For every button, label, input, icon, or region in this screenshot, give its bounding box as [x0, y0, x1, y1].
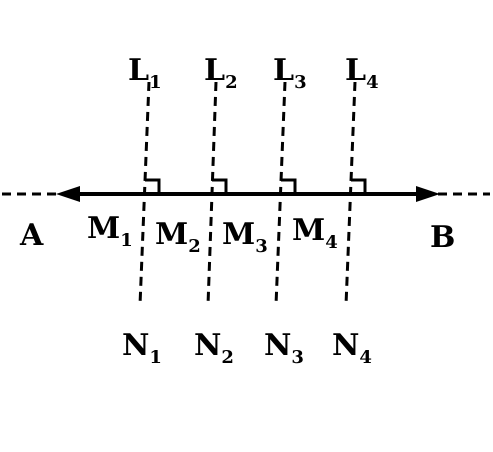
right-arrowhead: [416, 186, 440, 202]
label-l4: L4: [345, 53, 379, 93]
right-angle-marker: [145, 178, 161, 194]
label-l2: L2: [204, 53, 238, 93]
label-m3: M3: [222, 217, 268, 257]
point-label-b: B: [430, 220, 455, 255]
right-angle-marker: [281, 178, 297, 194]
perpendicular-line-1: [138, 81, 161, 306]
perpendicular-dashed-line: [274, 81, 287, 306]
left-arrowhead: [56, 186, 80, 202]
perpendicular-dashed-line: [138, 81, 151, 306]
label-m1: M1: [87, 211, 133, 251]
perpendicular-dashed-line: [206, 81, 218, 306]
label-l1: L1: [128, 53, 162, 93]
right-angle-marker: [351, 178, 367, 194]
line-ab: [2, 186, 490, 202]
perpendicular-line-3: [274, 81, 297, 306]
label-m2: M2: [155, 217, 201, 257]
label-n2: N2: [194, 328, 234, 368]
label-l3: L3: [273, 53, 307, 93]
label-n4: N4: [332, 328, 372, 368]
right-angle-marker: [212, 178, 228, 194]
perpendicular-dashed-line: [344, 81, 357, 306]
perpendicular-line-2: [206, 81, 228, 306]
perpendicular-line-4: [344, 81, 367, 306]
label-m4: M4: [292, 213, 338, 253]
label-n1: N1: [122, 328, 162, 368]
point-label-a: A: [19, 218, 44, 253]
label-n3: N3: [264, 328, 304, 368]
